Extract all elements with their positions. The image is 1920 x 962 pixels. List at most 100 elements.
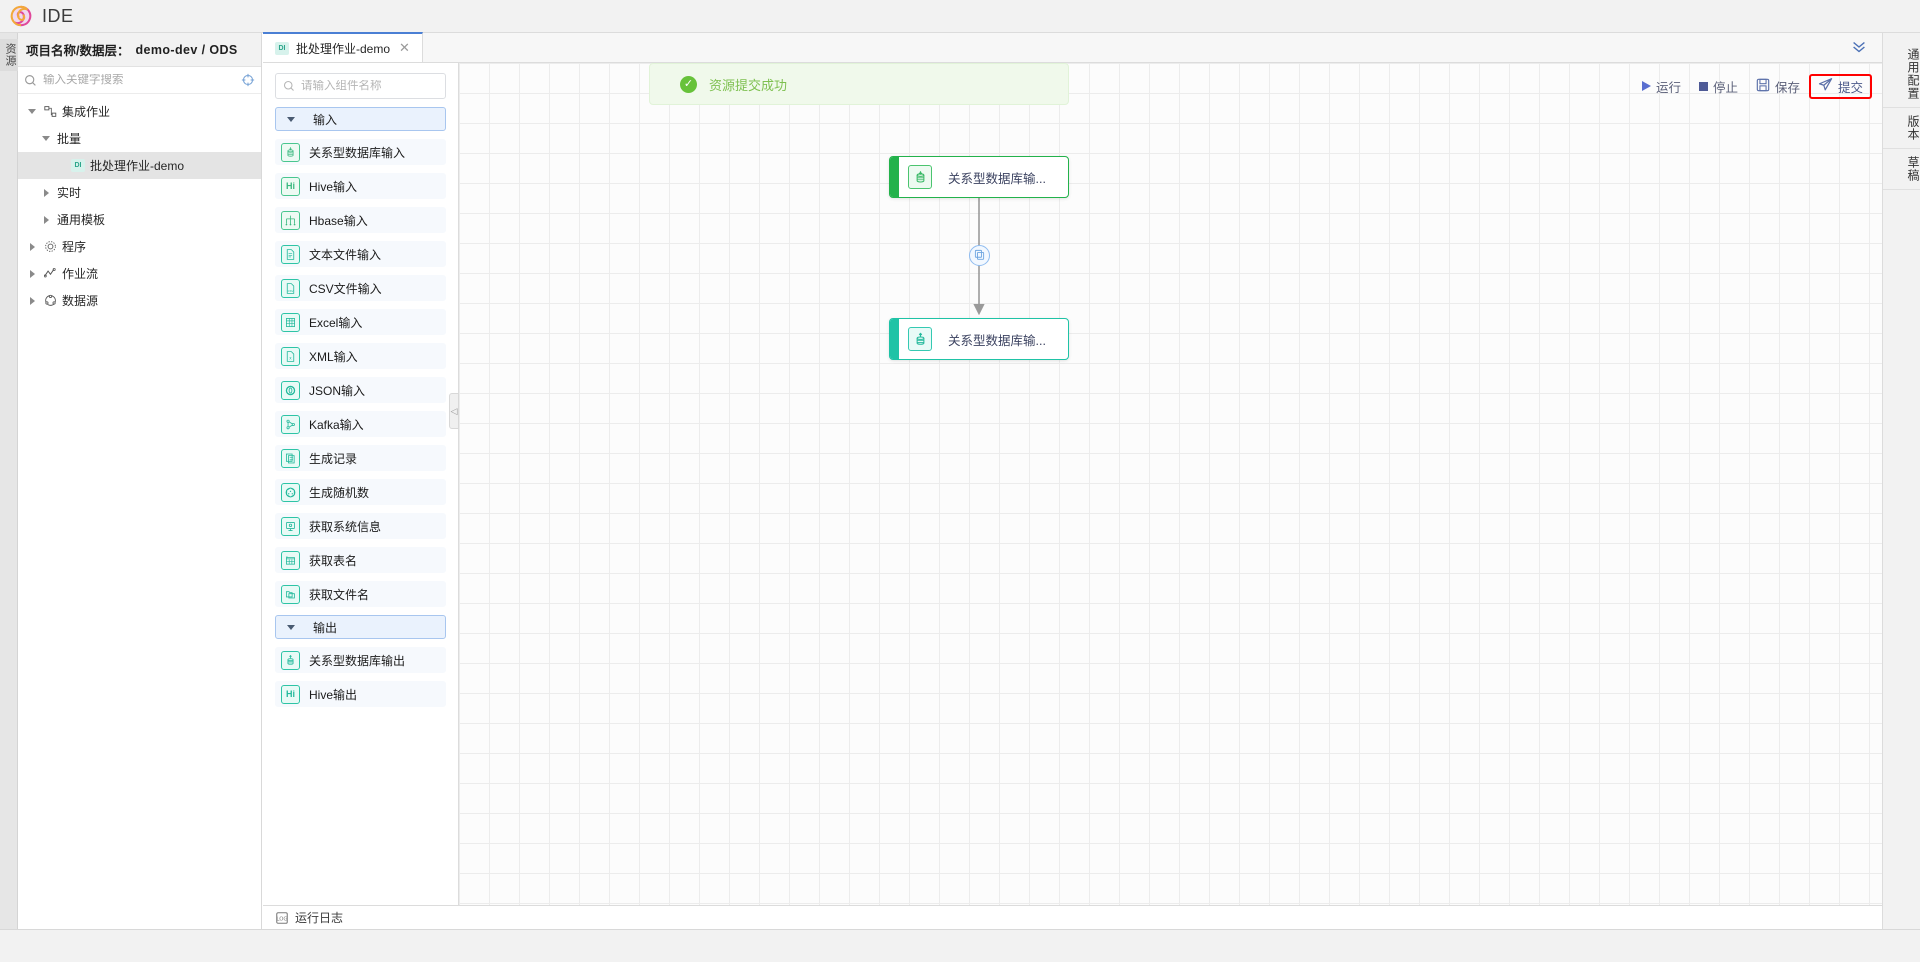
edge-layer xyxy=(973,198,985,316)
canvas-node-input[interactable]: 关系型数据库输... xyxy=(889,156,1069,198)
palette-search-input[interactable] xyxy=(301,80,455,92)
spiral-logo-icon xyxy=(10,5,32,27)
tree-item-label: 作业流 xyxy=(62,267,99,281)
search-icon xyxy=(24,74,37,87)
palette-item[interactable]: 获取系统信息 xyxy=(275,513,446,539)
editor-tabbar: DI 批处理作业-demo ✕ xyxy=(263,32,1882,63)
tree-item-label: 数据源 xyxy=(62,294,99,308)
caret-right-icon[interactable] xyxy=(26,295,38,307)
right-rail-item-2[interactable]: 草稿 xyxy=(1883,149,1920,190)
right-rail-item-1[interactable]: 版本 xyxy=(1883,108,1920,149)
palette-item[interactable]: 获取文件名 xyxy=(275,581,446,607)
canvas-node-output[interactable]: 关系型数据库输... xyxy=(889,318,1069,360)
palette-search-row[interactable] xyxy=(275,73,455,99)
status-bar: LOG 运行日志 xyxy=(263,905,1882,929)
node-label: 关系型数据库输... xyxy=(948,333,1046,348)
palette-item-label: 生成随机数 xyxy=(309,485,370,500)
palette-item[interactable]: 关系型数据库输出 xyxy=(275,647,446,673)
palette-item-label: 生成记录 xyxy=(309,451,358,466)
edge-badge[interactable] xyxy=(969,245,990,266)
app-header: IDE xyxy=(0,0,1920,33)
palette-item[interactable]: 文本文件输入 xyxy=(275,241,446,267)
xml-file-icon: x xyxy=(281,346,300,366)
tree-item-5[interactable]: 程序 xyxy=(18,233,261,260)
sitemap-icon xyxy=(43,105,57,119)
explorer-search-input[interactable] xyxy=(43,74,235,86)
caret-down-icon[interactable] xyxy=(26,106,38,118)
tree-item-7[interactable]: 数据源 xyxy=(18,287,261,314)
caret-right-icon[interactable] xyxy=(26,241,38,253)
files-icon xyxy=(281,584,300,604)
palette-group-header-0[interactable]: 输入 xyxy=(275,107,446,131)
tree-item-4[interactable]: 通用模板 xyxy=(18,206,261,233)
kafka-icon xyxy=(281,414,300,434)
database-out-icon xyxy=(281,650,300,670)
stop-button[interactable]: 停止 xyxy=(1690,74,1747,99)
tab-batch-job-demo[interactable]: DI 批处理作业-demo ✕ xyxy=(263,32,423,62)
explorer-search-row[interactable] xyxy=(18,67,261,94)
caret-down-icon xyxy=(287,624,295,630)
palette-item[interactable]: Excel输入 xyxy=(275,309,446,335)
palette-item[interactable]: Hbase输入 xyxy=(275,207,446,233)
caret-right-icon[interactable] xyxy=(40,187,52,199)
canvas-toolbar: 运行 停止 保存 xyxy=(1633,73,1872,99)
palette-item-label: 获取文件名 xyxy=(309,587,370,602)
palette-item[interactable]: Kafka输入 xyxy=(275,411,446,437)
tree-item-label: 程序 xyxy=(62,240,87,254)
run-label: 运行 xyxy=(1655,80,1681,95)
tree-item-3[interactable]: 实时 xyxy=(18,179,261,206)
tab-label: 批处理作业-demo xyxy=(296,41,391,56)
submit-label: 提交 xyxy=(1837,80,1863,95)
palette-item-label: Excel输入 xyxy=(309,315,363,330)
svg-text:CSV: CSV xyxy=(288,288,294,292)
dice-icon xyxy=(281,482,300,502)
gear-icon xyxy=(43,240,57,254)
chevron-left-icon[interactable]: ◁ xyxy=(449,393,459,429)
project-header: 项目名称/数据层： demo-dev / ODS xyxy=(18,33,261,67)
hive-icon: Hi xyxy=(281,176,300,196)
rail-tab-resource[interactable]: 资源 xyxy=(0,39,18,71)
palette-item-label: JSON输入 xyxy=(309,383,366,398)
save-button[interactable]: 保存 xyxy=(1747,74,1809,99)
run-log-label[interactable]: 运行日志 xyxy=(295,911,344,925)
tree-item-label: 批量 xyxy=(57,132,82,146)
tree-item-label: 批处理作业-demo xyxy=(90,159,185,173)
play-icon xyxy=(1641,81,1651,91)
json-icon xyxy=(281,380,300,400)
palette-item[interactable]: 关系型数据库输入 xyxy=(275,139,446,165)
palette-item[interactable]: 生成记录 xyxy=(275,445,446,471)
palette-group-header-1[interactable]: 输出 xyxy=(275,615,446,639)
submit-button[interactable]: 提交 xyxy=(1808,73,1872,99)
caret-down-icon[interactable] xyxy=(40,133,52,145)
close-icon[interactable]: ✕ xyxy=(399,40,410,55)
database-in-icon xyxy=(908,165,932,189)
caret-right-icon[interactable] xyxy=(26,268,38,280)
caret-right-icon[interactable] xyxy=(40,214,52,226)
palette-item[interactable]: 获取表名 xyxy=(275,547,446,573)
log-icon: LOG xyxy=(275,911,289,925)
run-button[interactable]: 运行 xyxy=(1633,74,1690,99)
tree-item-6[interactable]: 作业流 xyxy=(18,260,261,287)
node-label: 关系型数据库输... xyxy=(948,171,1046,186)
tree-item-1[interactable]: 批量 xyxy=(18,125,261,152)
palette-item[interactable]: JSON输入 xyxy=(275,377,446,403)
tree-item-0[interactable]: 集成作业 xyxy=(18,98,261,125)
svg-text:x: x xyxy=(289,355,292,360)
check-circle-icon: ✓ xyxy=(680,75,697,93)
palette-item-label: Hbase输入 xyxy=(309,213,368,228)
workflow-canvas[interactable]: ✓ 资源提交成功 运行 停止 xyxy=(459,63,1882,929)
palette-item[interactable]: 生成随机数 xyxy=(275,479,446,505)
toast-message: 资源提交成功 xyxy=(709,77,788,93)
right-rail-item-0[interactable]: 通用配置 xyxy=(1883,41,1920,108)
project-header-label: 项目名称/数据层： xyxy=(26,44,130,58)
crosshair-icon[interactable] xyxy=(241,73,255,87)
chevron-double-down-icon[interactable] xyxy=(1836,32,1882,62)
